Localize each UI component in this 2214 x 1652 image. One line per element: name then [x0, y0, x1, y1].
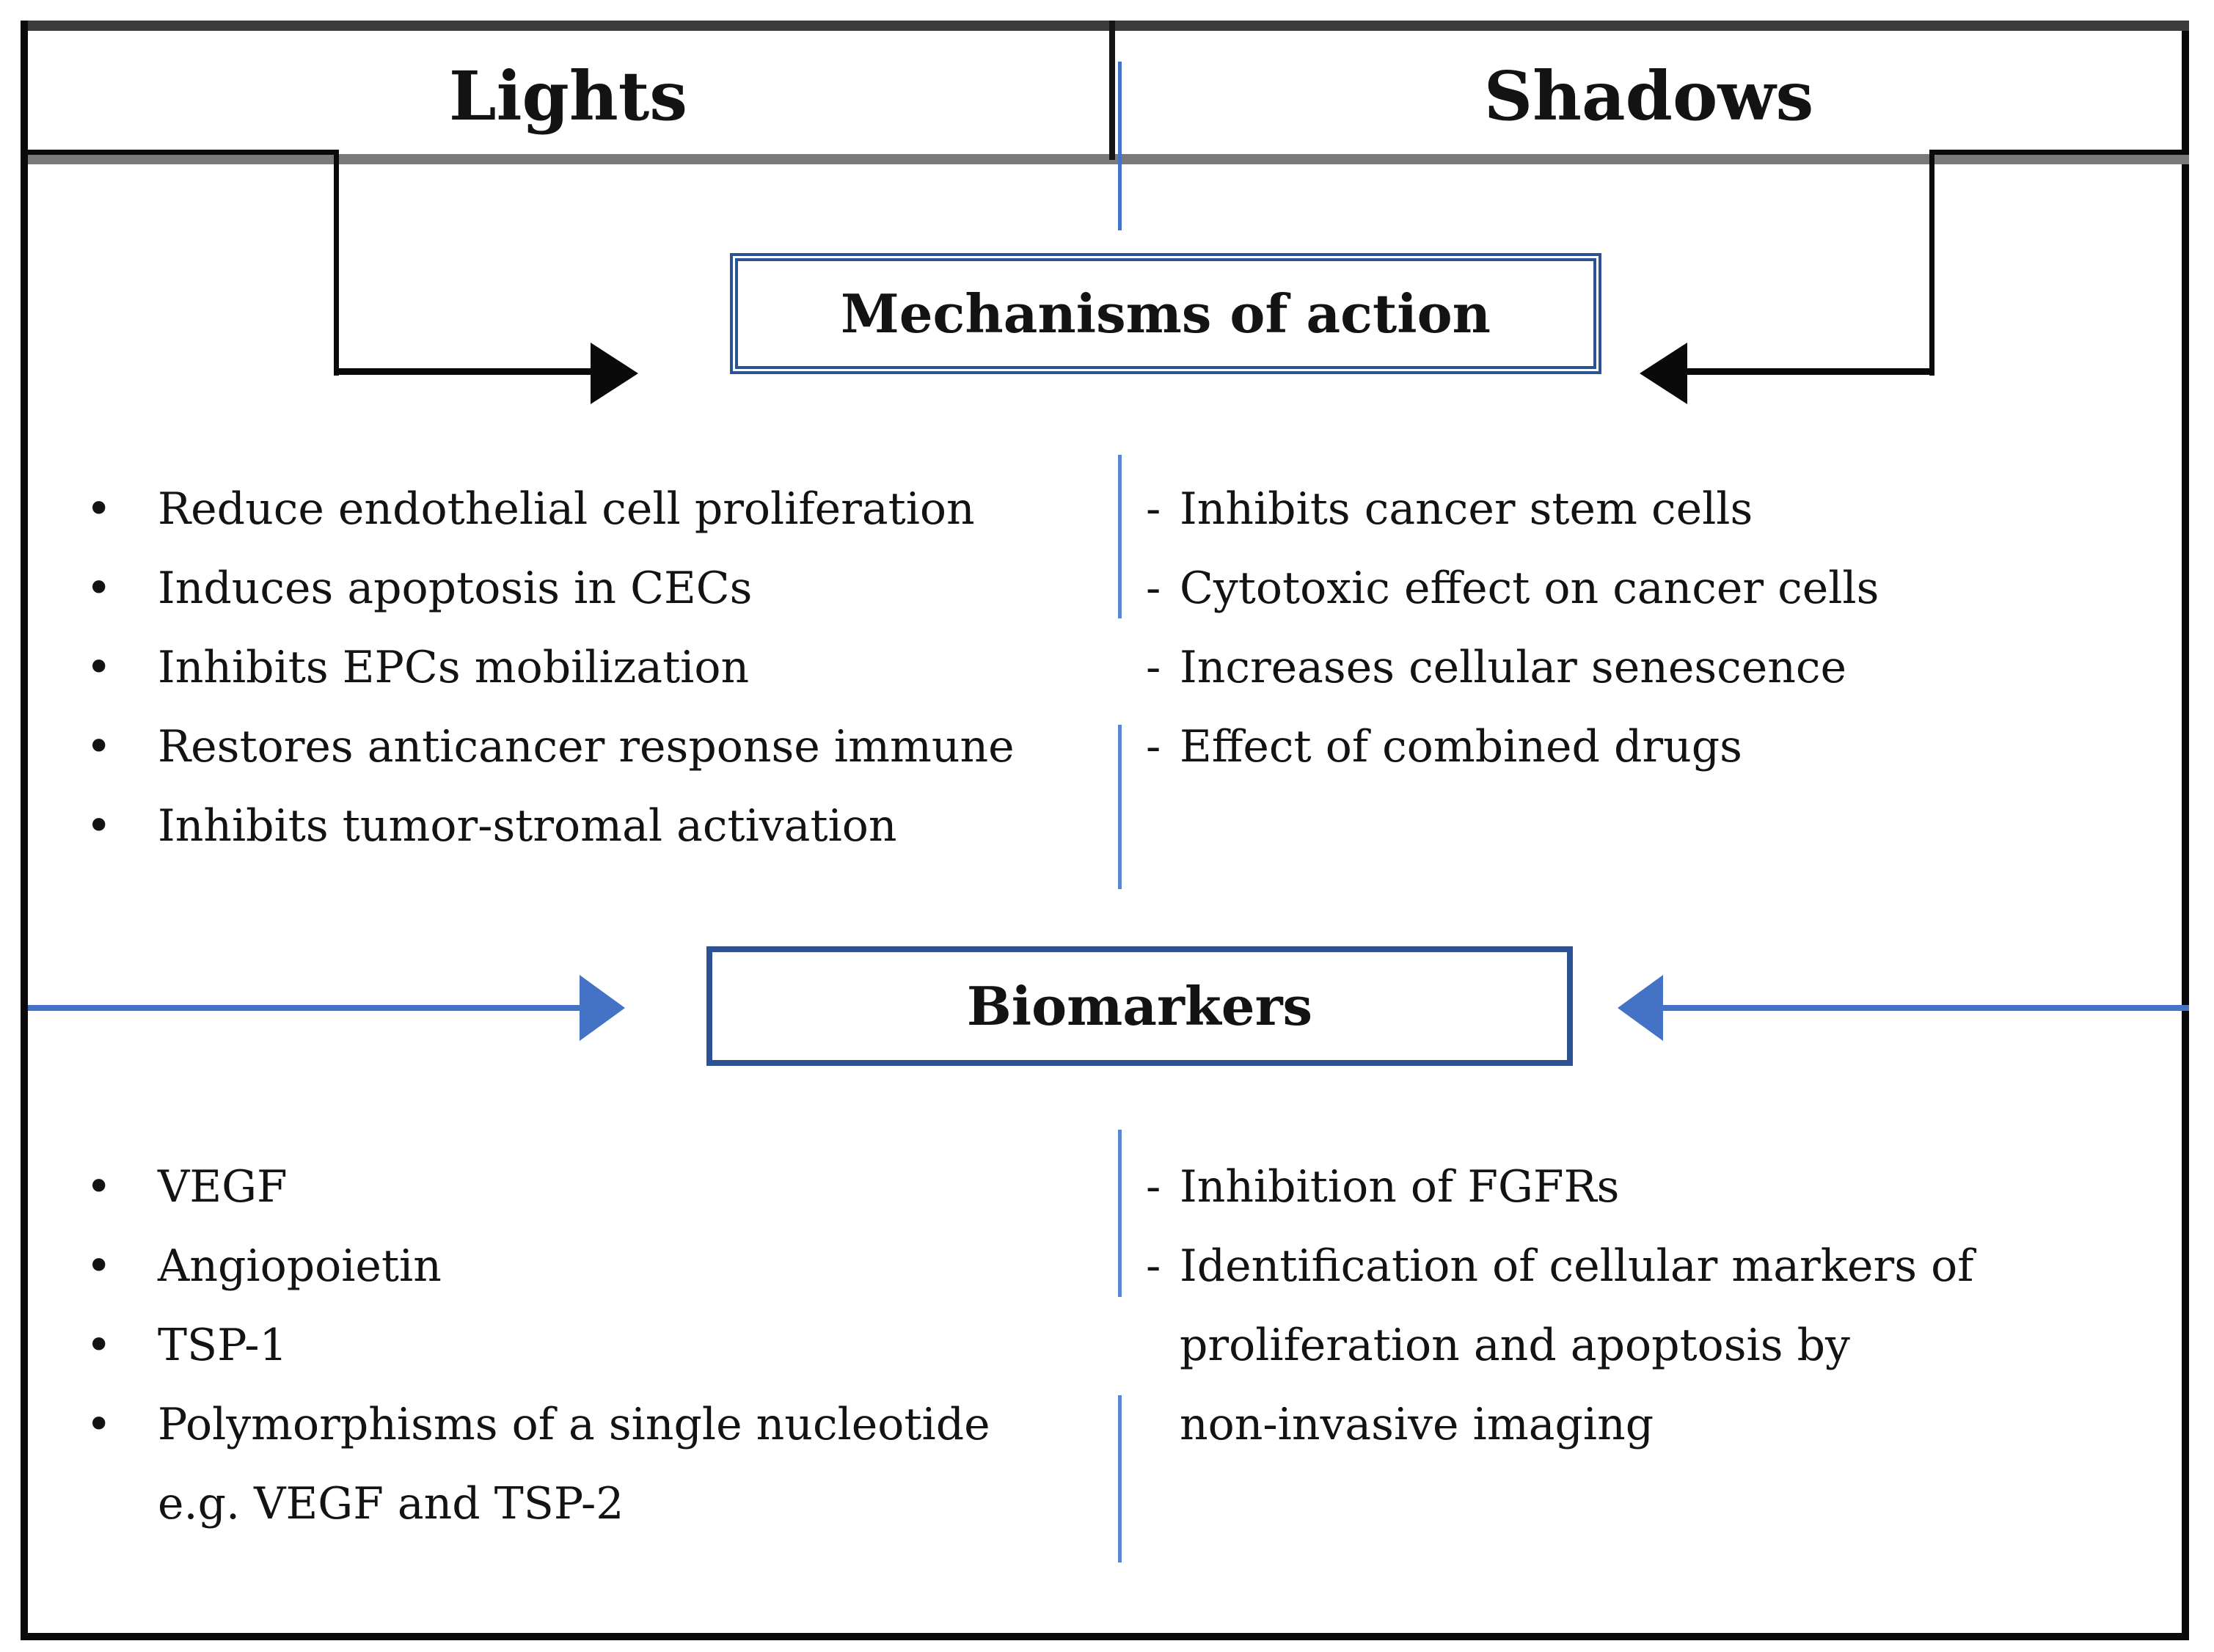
- list-item-text: Inhibits EPCs mobilization: [158, 642, 750, 693]
- black-connector-left-horizontal: [334, 368, 591, 375]
- header-shadows-label: Shadows: [1483, 56, 1814, 136]
- list-item: -Identification of cellular markers of: [1143, 1227, 2192, 1306]
- blue-arrowhead-pointing-right-icon: [580, 975, 625, 1041]
- black-arrowhead-pointing-right-icon: [591, 343, 638, 404]
- list-item: -Increases cellular senescence: [1143, 628, 2192, 707]
- list-item: non-invasive imaging: [1143, 1385, 2192, 1464]
- bullet-marker: •: [86, 1320, 112, 1371]
- list-item-text: TSP-1: [158, 1320, 288, 1371]
- list-item-text: Identification of cellular markers of: [1180, 1240, 1974, 1292]
- list-item-text: Effect of combined drugs: [1180, 721, 1742, 772]
- list-item: • Angiopoietin: [77, 1227, 1126, 1306]
- list-item: • Reduce endothelial cell proliferation: [77, 469, 1126, 549]
- list-item-text: Inhibition of FGFRs: [1180, 1161, 1620, 1213]
- biomarkers-box: Biomarkers: [706, 946, 1573, 1066]
- list-item: -Effect of combined drugs: [1143, 707, 2192, 786]
- blue-arrowhead-pointing-left-icon: [1618, 975, 1663, 1041]
- dash-marker: -: [1146, 563, 1161, 614]
- center-connector-line: [1118, 62, 1122, 230]
- header-row: Lights Shadows: [28, 21, 2189, 164]
- list-item-text: Inhibits tumor-stromal activation: [158, 800, 897, 852]
- bullet-marker: •: [86, 1240, 112, 1292]
- list-item-text: Polymorphisms of a single nucleotide: [158, 1399, 990, 1450]
- list-item-text: Induces apoptosis in CECs: [158, 563, 753, 614]
- column-divider-segment-4: [1118, 1395, 1122, 1563]
- column-divider-segment-2: [1118, 725, 1122, 889]
- mechanisms-of-action-box: Mechanisms of action: [730, 253, 1601, 374]
- shadows-mechanisms-list: -Inhibits cancer stem cells-Cytotoxic ef…: [1143, 469, 2192, 786]
- bullet-marker: •: [86, 642, 112, 693]
- dash-marker: -: [1146, 1161, 1161, 1213]
- list-item: • Inhibits tumor-stromal activation: [77, 786, 1126, 866]
- list-item: e.g. VEGF and TSP-2: [77, 1464, 1126, 1543]
- black-arrowhead-pointing-left-icon: [1640, 343, 1687, 404]
- list-item-text: Angiopoietin: [158, 1240, 442, 1292]
- column-divider-segment-3: [1118, 1130, 1122, 1297]
- black-connector-right-vertical: [1929, 150, 1934, 376]
- list-item: • Restores anticancer response immune: [77, 707, 1126, 786]
- mechanisms-box-title: Mechanisms of action: [841, 282, 1491, 345]
- list-item: -Cytotoxic effect on cancer cells: [1143, 549, 2192, 628]
- list-item-text: VEGF: [158, 1161, 288, 1213]
- dash-marker: -: [1146, 483, 1161, 535]
- none-marker: [77, 1464, 158, 1543]
- list-item: • TSP-1: [77, 1306, 1126, 1385]
- list-item-text: Reduce endothelial cell proliferation: [158, 483, 975, 535]
- list-item-text: proliferation and apoptosis by: [1180, 1320, 1850, 1371]
- bullet-marker: •: [86, 1161, 112, 1213]
- lights-mechanisms-list: • Reduce endothelial cell proliferation • I…: [77, 469, 1126, 866]
- list-item: • Inhibits EPCs mobilization: [77, 628, 1126, 707]
- list-item-text: Cytotoxic effect on cancer cells: [1180, 563, 1879, 614]
- list-item: -Inhibition of FGFRs: [1143, 1147, 2192, 1227]
- list-item-text: e.g. VEGF and TSP-2: [158, 1478, 624, 1529]
- bullet-marker: •: [86, 800, 112, 852]
- header-divider-line: [1109, 21, 1115, 160]
- list-item-text: Inhibits cancer stem cells: [1180, 483, 1753, 535]
- shadows-biomarkers-list: -Inhibition of FGFRs-Identification of c…: [1143, 1147, 2192, 1464]
- list-item-text: Restores anticancer response immune: [158, 721, 1015, 772]
- list-item: • Polymorphisms of a single nucleotide: [77, 1385, 1126, 1464]
- blue-arrow-left-line: [28, 1005, 580, 1011]
- none-marker: [1143, 1306, 1180, 1385]
- list-item-text: non-invasive imaging: [1180, 1399, 1654, 1450]
- dash-marker: -: [1146, 1240, 1161, 1292]
- bullet-marker: •: [86, 1399, 112, 1450]
- black-connector-right-horizontal: [1687, 368, 1934, 375]
- black-connector-right-top: [1932, 150, 2189, 155]
- black-connector-left-vertical: [334, 150, 339, 376]
- dash-marker: -: [1146, 642, 1161, 693]
- none-marker: [1143, 1385, 1180, 1464]
- list-item-text: Increases cellular senescence: [1180, 642, 1847, 693]
- bullet-marker: •: [86, 721, 112, 772]
- list-item: • VEGF: [77, 1147, 1126, 1227]
- header-lights-label: Lights: [448, 56, 688, 136]
- blue-arrow-right-line: [1663, 1005, 2189, 1011]
- biomarkers-box-title: Biomarkers: [966, 975, 1313, 1037]
- bullet-marker: •: [86, 563, 112, 614]
- black-connector-left-top: [28, 150, 339, 155]
- dash-marker: -: [1146, 721, 1161, 772]
- list-item: -Inhibits cancer stem cells: [1143, 469, 2192, 549]
- list-item: • Induces apoptosis in CECs: [77, 549, 1126, 628]
- list-item: proliferation and apoptosis by: [1143, 1306, 2192, 1385]
- bullet-marker: •: [86, 483, 112, 535]
- lights-biomarkers-list: • VEGF • Angiopoietin • TSP-1 • Polymorphisms o…: [77, 1147, 1126, 1543]
- column-divider-segment-1: [1118, 455, 1122, 618]
